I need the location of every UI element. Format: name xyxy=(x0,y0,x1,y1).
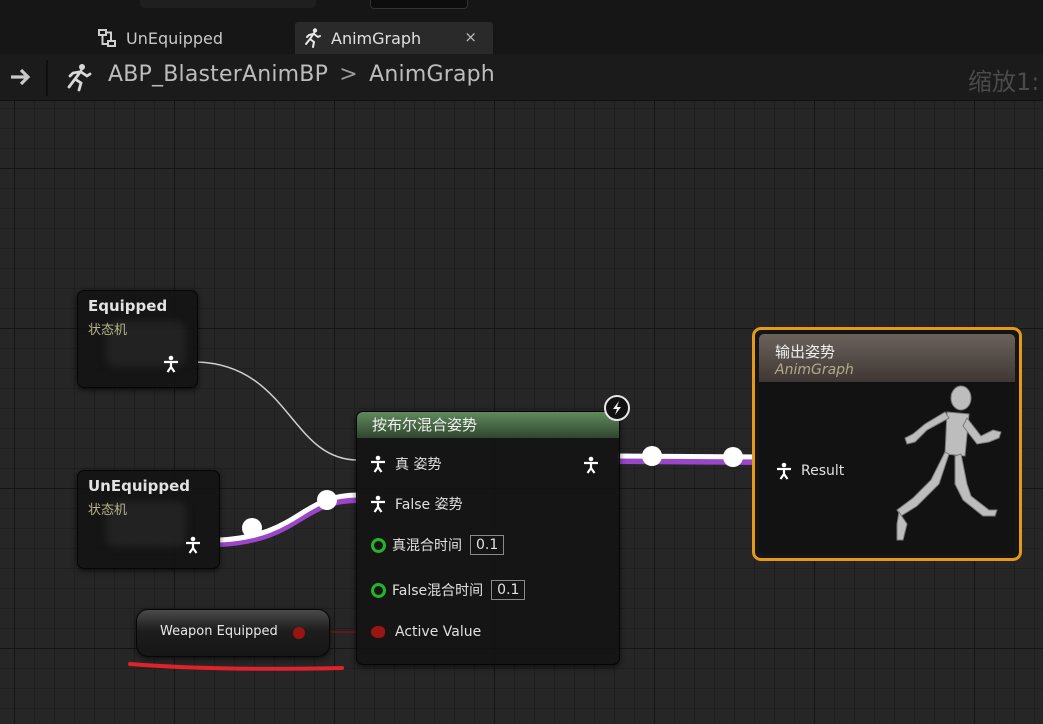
tab-bar: UnEquipped AnimGraph × xyxy=(0,22,1043,54)
running-man-icon xyxy=(305,28,321,48)
true-blend-time-pin[interactable]: 真混合时间 0.1 xyxy=(371,535,505,555)
false-blend-time-input[interactable]: 0.1 xyxy=(491,580,526,600)
node-subtitle: 状态机 xyxy=(88,323,128,338)
pin-label: False 姿势 xyxy=(395,497,463,513)
state-machine-unequipped[interactable]: UnEquipped 状态机 xyxy=(77,470,220,569)
active-value-pin[interactable]: Active Value xyxy=(371,624,481,640)
breadcrumb-graph[interactable]: AnimGraph xyxy=(369,62,495,87)
pose-pin-icon xyxy=(371,495,385,513)
breadcrumb-blueprint[interactable]: ABP_BlasterAnimBP xyxy=(108,62,329,87)
lightning-icon xyxy=(604,395,630,421)
node-title: UnEquipped xyxy=(88,477,191,495)
bool-pin-icon[interactable] xyxy=(293,627,305,639)
running-man-icon xyxy=(67,64,92,92)
breadcrumb-separator: > xyxy=(339,62,358,87)
tab-animgraph[interactable]: AnimGraph × xyxy=(295,22,493,54)
blend-poses-by-bool-node[interactable]: 按布尔混合姿势 真 姿势 False 姿势 真混合时间 0.1 False混合时… xyxy=(356,411,620,665)
breadcrumb-path: ABP_BlasterAnimBP > AnimGraph xyxy=(108,62,495,87)
zoom-level: 缩放1: xyxy=(968,68,1040,96)
output-node-body: 输出姿势 AnimGraph Result xyxy=(759,334,1015,554)
toolbar-dropdown[interactable] xyxy=(370,0,468,9)
bool-pin-icon xyxy=(371,626,385,638)
false-pose-pin[interactable]: False 姿势 xyxy=(369,494,463,514)
node-title: 按布尔混合姿势 xyxy=(357,412,619,438)
forward-arrow-icon[interactable] xyxy=(8,64,34,90)
node-preview xyxy=(106,501,186,547)
toolbar-button-group[interactable] xyxy=(140,0,316,8)
node-title: Equipped xyxy=(88,297,168,315)
float-pin-icon xyxy=(371,537,386,553)
divider xyxy=(46,60,48,96)
pose-pin-icon[interactable] xyxy=(184,536,202,554)
node-header xyxy=(759,334,1015,382)
mannequin-running-icon xyxy=(896,385,1002,541)
state-machine-icon xyxy=(98,29,116,47)
pin-label: Active Value xyxy=(395,624,482,640)
pin-label: Result xyxy=(801,463,845,479)
top-toolbar xyxy=(0,0,1043,22)
tab-unequipped[interactable]: UnEquipped xyxy=(94,22,284,54)
state-machine-equipped[interactable]: Equipped 状态机 xyxy=(77,290,198,388)
weapon-equipped-variable[interactable]: Weapon Equipped xyxy=(136,609,330,657)
pose-output-pin-icon[interactable] xyxy=(582,456,600,474)
breadcrumb: ABP_BlasterAnimBP > AnimGraph 缩放1: xyxy=(0,54,1043,101)
pin-label: False混合时间 xyxy=(392,583,484,599)
node-subtitle: AnimGraph xyxy=(775,362,854,378)
false-blend-time-pin[interactable]: False混合时间 0.1 xyxy=(371,580,526,600)
tab-label: AnimGraph xyxy=(331,28,422,48)
true-pose-pin[interactable]: 真 姿势 xyxy=(369,454,441,474)
float-pin-icon xyxy=(371,582,386,598)
pin-label: 真混合时间 xyxy=(392,538,462,554)
pin-label: 真 姿势 xyxy=(395,457,442,473)
pose-pin-icon xyxy=(777,462,791,480)
true-blend-time-input[interactable]: 0.1 xyxy=(470,535,505,555)
node-title: 输出姿势 xyxy=(775,343,836,361)
node-subtitle: 状态机 xyxy=(88,503,128,518)
close-icon[interactable]: × xyxy=(464,28,477,46)
output-pose-node[interactable]: 输出姿势 AnimGraph Result xyxy=(752,327,1022,561)
pose-pin-icon xyxy=(371,455,385,473)
result-pin[interactable]: Result xyxy=(775,462,844,480)
variable-label: Weapon Equipped xyxy=(160,624,278,639)
pose-pin-icon[interactable] xyxy=(162,355,180,373)
tab-label: UnEquipped xyxy=(126,28,224,48)
